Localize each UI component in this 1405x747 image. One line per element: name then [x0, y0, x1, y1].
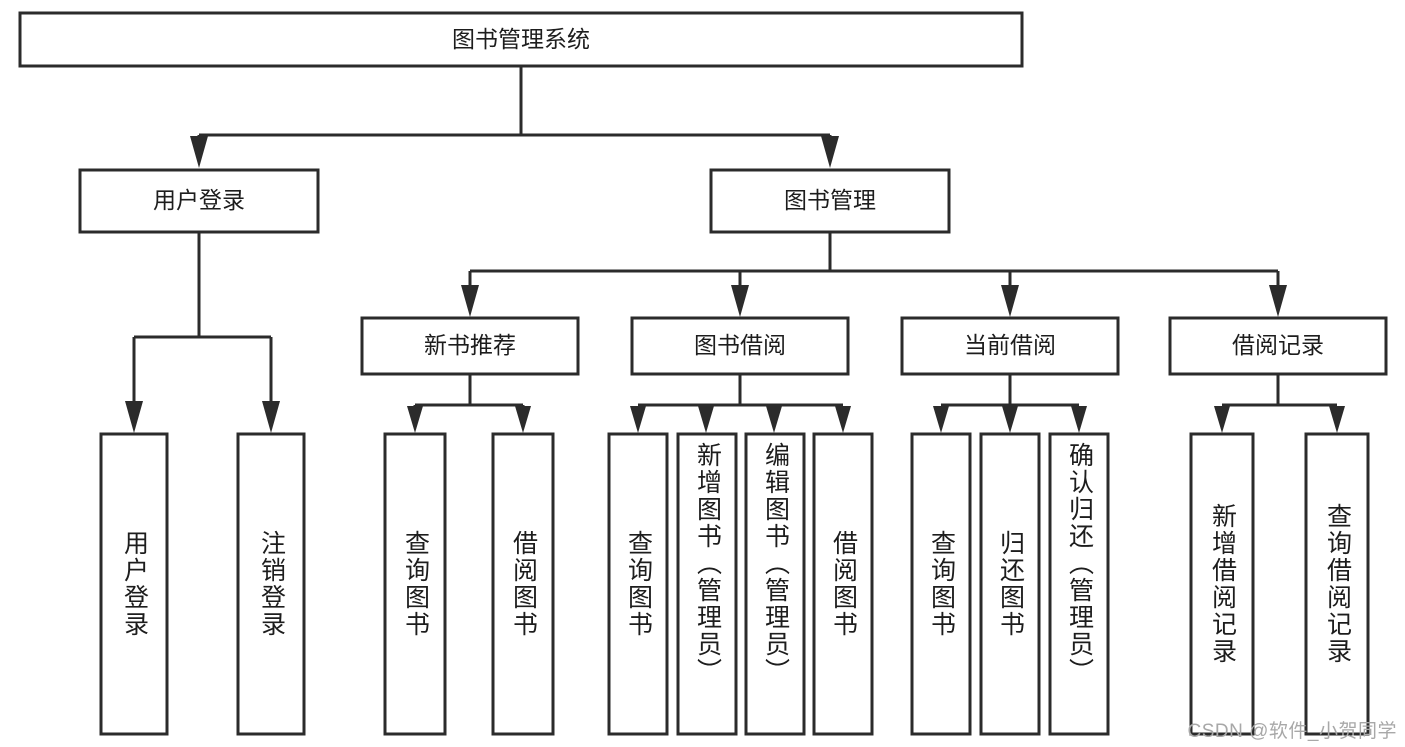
leaf-box-query-book-current[interactable] [910, 432, 972, 736]
connector-group-bookmgmt-to-level3 [461, 232, 1287, 317]
connector-group-current-to-leaves [933, 374, 1087, 433]
node-box [630, 316, 850, 376]
arrow-icon-leaf-user-login [125, 401, 143, 433]
connector-group-newbook-to-leaves [407, 374, 531, 433]
node-box [78, 168, 320, 234]
node-label-user-login: 用户登录 [153, 187, 245, 213]
node-label-root: 图书管理系统 [452, 26, 590, 52]
arrow-icon-borrow-leaf-3 [766, 406, 782, 433]
node-borrow-record[interactable]: 借阅记录 [1168, 316, 1388, 376]
node-label-book-borrow: 图书借阅 [694, 332, 786, 358]
node-box [709, 168, 951, 234]
arrow-icon-borrow [731, 285, 749, 317]
node-new-book-recommend[interactable]: 新书推荐 [360, 316, 580, 376]
leaf-box-add-borrow-record[interactable] [1189, 432, 1255, 736]
arrow-icon-borrow-leaf-2 [698, 406, 714, 433]
connector-group-borrow-to-leaves [630, 374, 851, 433]
connector-group-root-to-level2 [190, 66, 839, 168]
arrow-icon-book-mgmt [821, 136, 839, 168]
csdn-watermark: CSDN @软件_小贺同学 [1187, 721, 1397, 742]
leaf-box-confirm-return-admin[interactable] [1048, 432, 1110, 736]
arrow-icon-record [1269, 285, 1287, 317]
node-user-login[interactable]: 用户登录 [78, 168, 320, 234]
arrow-icon-current-leaf-1 [933, 406, 949, 433]
arrow-icon-current-leaf-3 [1071, 406, 1087, 433]
leaf-box-borrow-book[interactable] [812, 432, 874, 736]
leaf-box-edit-book-admin[interactable] [744, 432, 806, 736]
leaf-box-logout[interactable] [236, 432, 306, 736]
node-box [18, 11, 1024, 68]
node-label-current-borrow: 当前借阅 [964, 332, 1056, 358]
leaf-box-query-borrow-record[interactable] [1304, 432, 1370, 736]
leaf-box-query-book-newbook[interactable] [383, 432, 447, 736]
arrow-icon-borrow-leaf-4 [835, 406, 851, 433]
node-book-borrow[interactable]: 图书借阅 [630, 316, 850, 376]
leaf-box-return-book[interactable] [979, 432, 1041, 736]
arrow-icon-new-book [461, 285, 479, 317]
node-label-borrow-record: 借阅记录 [1232, 332, 1324, 358]
node-label-book-management: 图书管理 [784, 187, 876, 213]
node-current-borrow[interactable]: 当前借阅 [900, 316, 1120, 376]
arrow-icon-record-leaf-2 [1329, 406, 1345, 433]
arrow-icon-leaf-logout [262, 401, 280, 433]
node-root-book-management-system[interactable]: 图书管理系统 [18, 11, 1024, 68]
arrow-icon-current [1001, 285, 1019, 317]
node-box [1168, 316, 1388, 376]
connector-group-record-to-leaves [1214, 374, 1345, 433]
arrow-icon-newbook-leaf-2 [515, 406, 531, 433]
arrow-icon-newbook-leaf-1 [407, 406, 423, 433]
leaf-box-user-login[interactable] [99, 432, 169, 736]
arrow-icon-user-login [190, 136, 208, 168]
node-label-new-book-recommend: 新书推荐 [424, 332, 516, 358]
arrow-icon-current-leaf-2 [1002, 406, 1018, 433]
arrow-icon-record-leaf-1 [1214, 406, 1230, 433]
node-book-management[interactable]: 图书管理 [709, 168, 951, 234]
node-box [360, 316, 580, 376]
leaf-box-group [99, 432, 1370, 736]
node-box [900, 316, 1120, 376]
arrow-icon-borrow-leaf-1 [630, 406, 646, 433]
leaf-box-query-book-borrow[interactable] [607, 432, 669, 736]
leaf-box-borrow-book-newbook[interactable] [491, 432, 555, 736]
leaf-box-add-book-admin[interactable] [676, 432, 738, 736]
connector-group-userlogin-to-leaves [125, 232, 280, 433]
